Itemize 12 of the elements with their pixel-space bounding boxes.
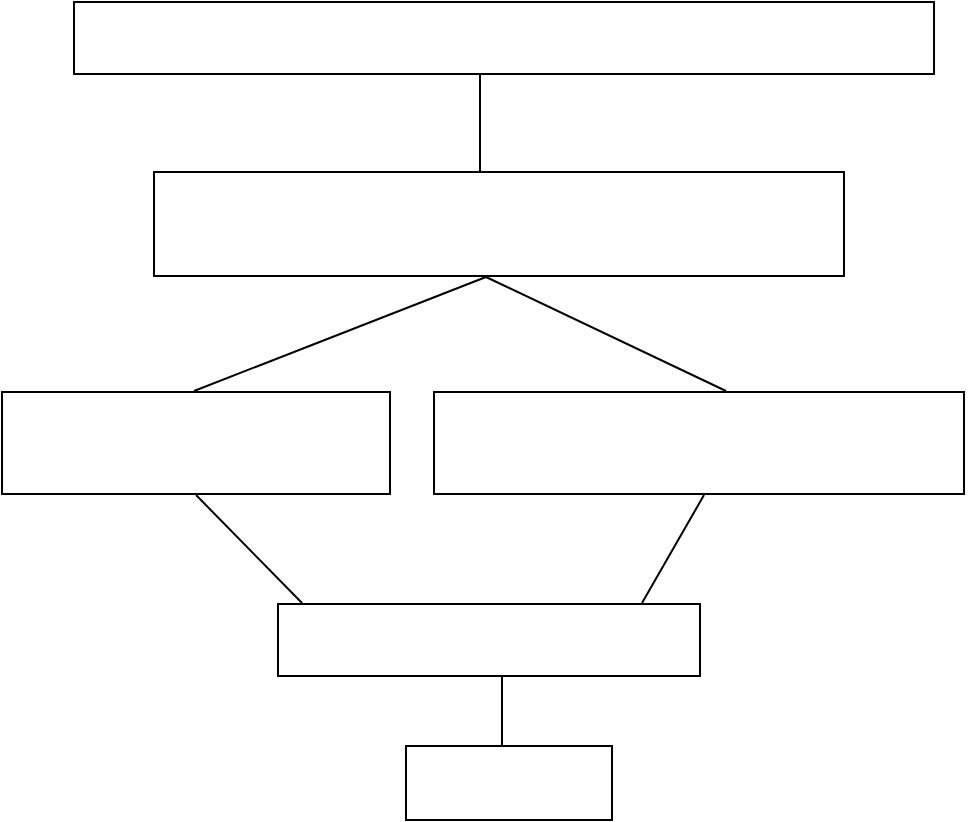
box [277,603,701,677]
box [433,391,965,495]
box [405,745,613,821]
box [153,171,845,277]
connector-line [193,276,487,392]
connector-line [641,494,705,604]
connector-line [485,276,727,392]
box [1,391,391,495]
box [73,1,935,75]
connector-line [479,74,481,172]
connector-line [195,494,303,604]
connector-line [501,676,503,746]
